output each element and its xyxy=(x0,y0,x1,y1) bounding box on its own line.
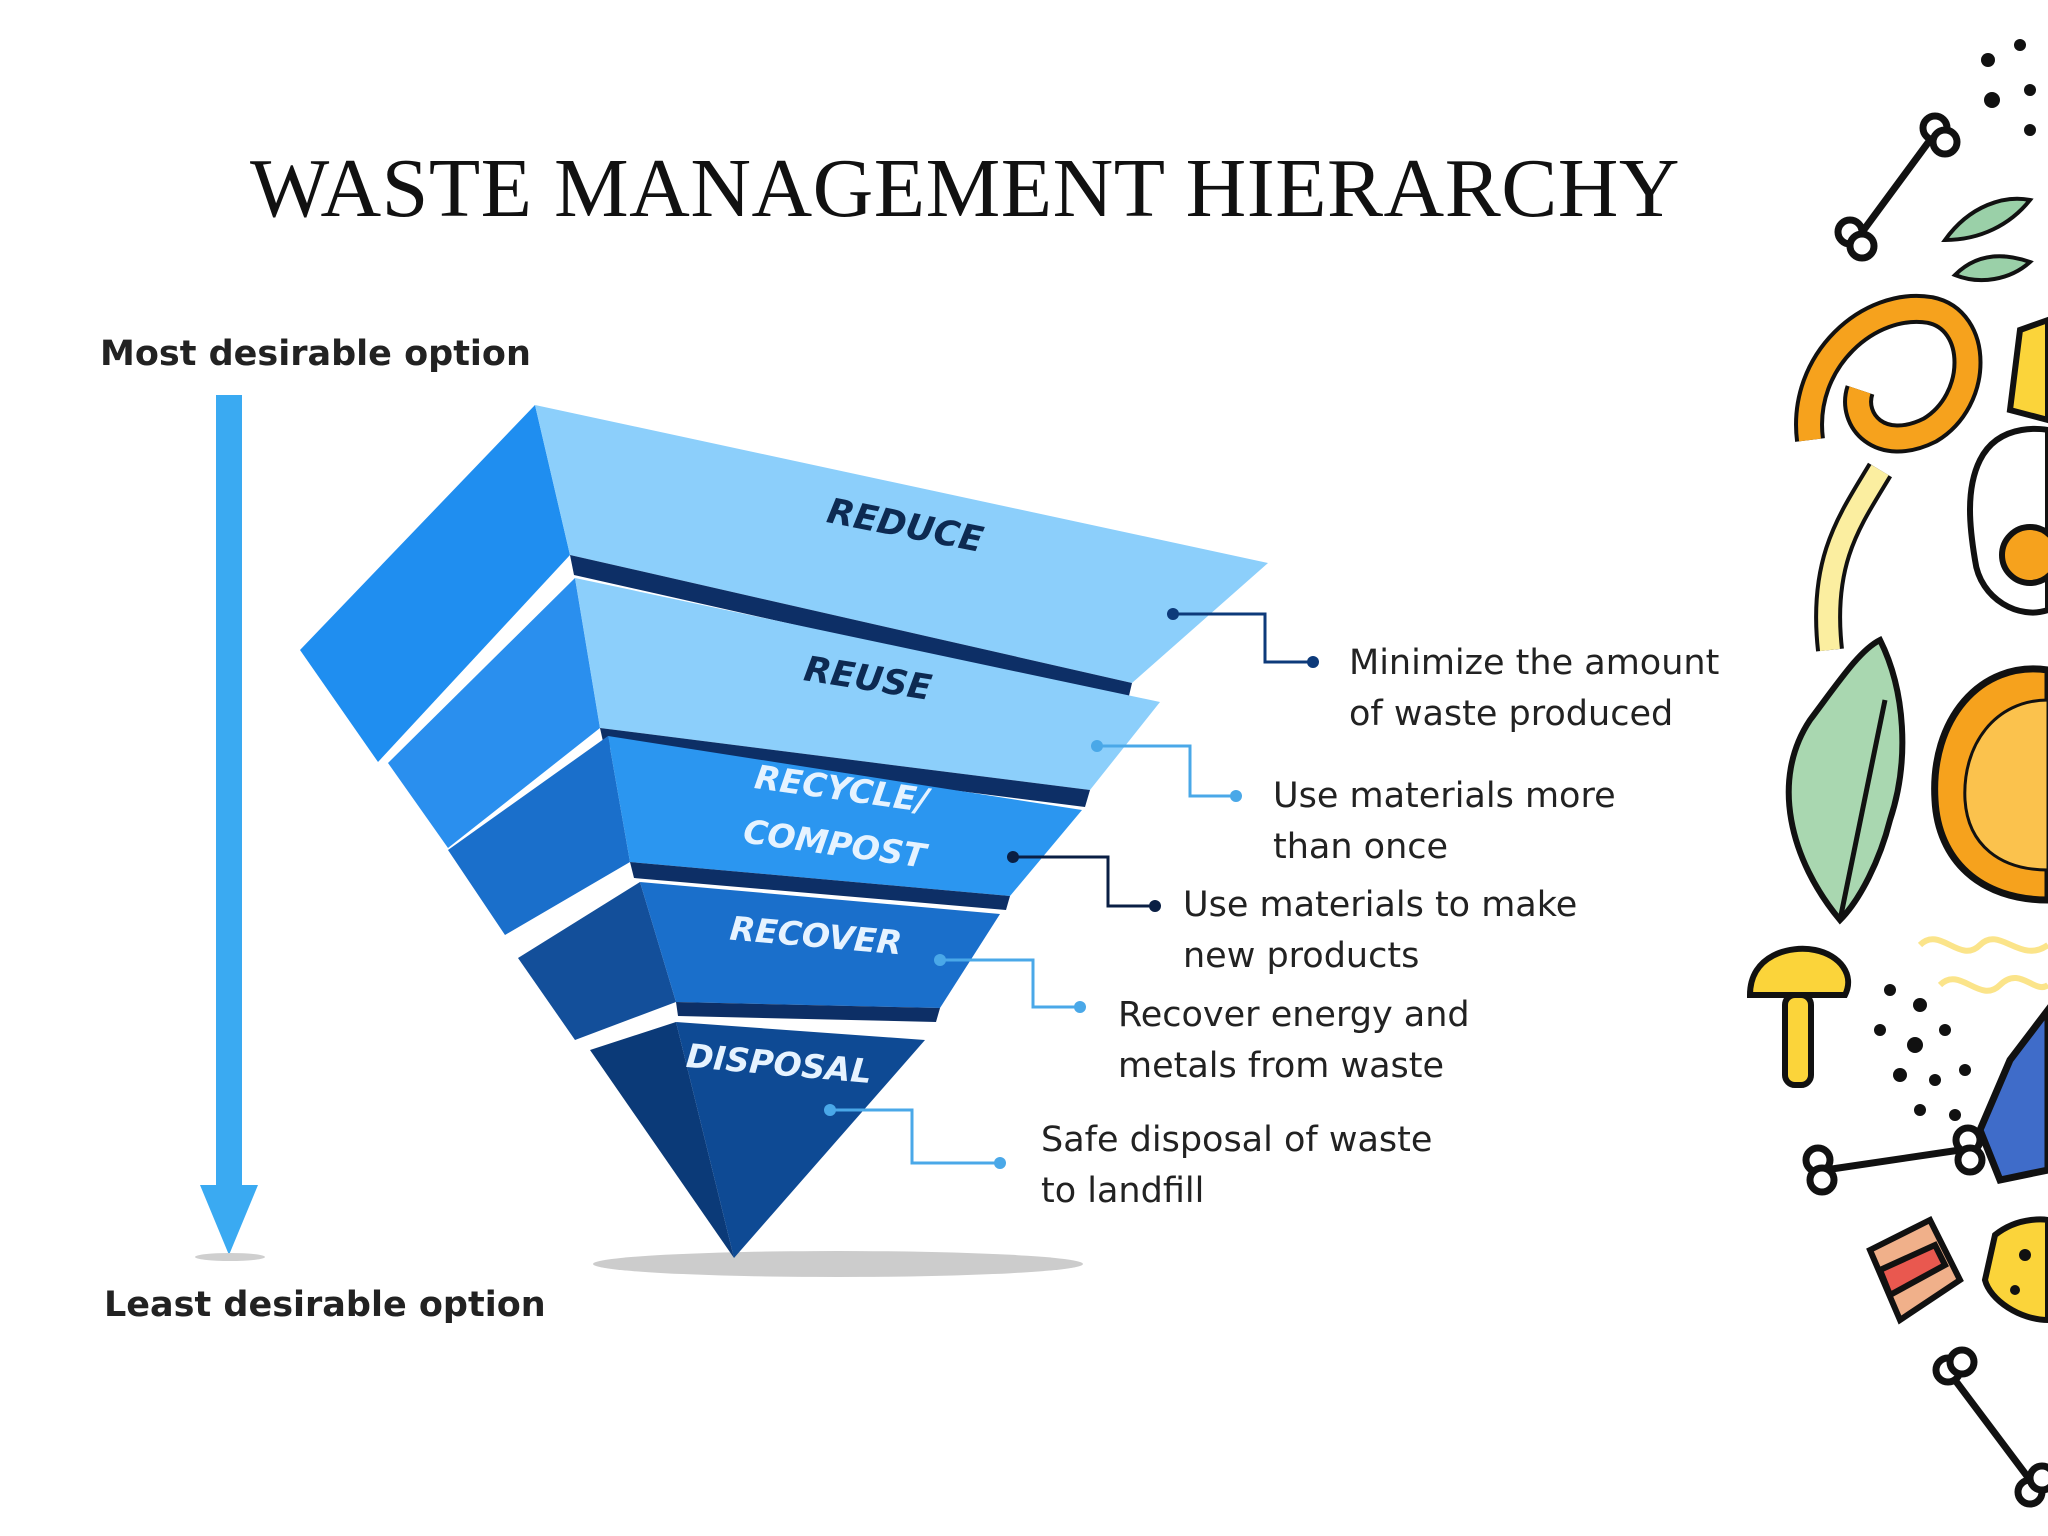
bone-icon xyxy=(1932,1346,2048,1508)
orange-slice-icon xyxy=(1931,665,2048,904)
description-recycle: Use materials to make new products xyxy=(1183,880,1577,982)
connector-disposal xyxy=(830,1108,1000,1165)
slide-title: WASTE MANAGEMENT HIERARCHY xyxy=(250,142,1681,235)
tier-disposal xyxy=(590,1022,925,1258)
description-line: Recover energy and xyxy=(1118,995,1470,1035)
food-waste-decoration xyxy=(1746,39,2048,1508)
most-desirable-label: Most desirable option xyxy=(100,334,531,374)
cheese-icon xyxy=(1981,1216,2048,1324)
tier-recover xyxy=(518,882,1000,1040)
description-line: to landfill xyxy=(1041,1171,1205,1211)
description-line: Use materials to make xyxy=(1183,885,1578,925)
orange-peel-icon xyxy=(1794,293,1983,652)
tier-reduce xyxy=(300,405,1268,762)
pyramid-shadow xyxy=(593,1251,1083,1277)
description-line: of waste produced xyxy=(1349,694,1674,734)
can-icon xyxy=(1976,1004,2048,1185)
least-desirable-label: Least desirable option xyxy=(104,1285,546,1325)
egg-icon xyxy=(1967,425,2048,616)
description-line: Use materials more xyxy=(1273,776,1616,816)
cheese-icon xyxy=(2006,316,2048,424)
description-disposal: Safe disposal of waste to landfill xyxy=(1041,1115,1432,1217)
hierarchy-pyramid: REDUCE REUSE RECYCLE/ COMPOST RECOVER DI… xyxy=(300,405,1319,1277)
leaf-icon xyxy=(1941,196,2034,283)
desirability-arrow-icon xyxy=(200,395,258,1255)
description-reuse: Use materials more than once xyxy=(1273,771,1616,873)
description-reduce: Minimize the amount of waste produced xyxy=(1349,638,1719,740)
bone-icon xyxy=(1834,112,1961,262)
description-line: than once xyxy=(1273,827,1449,867)
connector-recycle xyxy=(1013,855,1155,908)
description-line: metals from waste xyxy=(1118,1046,1445,1086)
sandwich-icon xyxy=(1866,1215,1964,1325)
connector-reduce xyxy=(1173,612,1313,664)
description-line: Minimize the amount xyxy=(1349,643,1720,683)
tier-recycle xyxy=(448,736,1082,935)
bone-icon xyxy=(1802,1124,1986,1196)
lettuce-leaf-icon xyxy=(1785,635,1906,925)
connector-reuse xyxy=(1097,744,1236,798)
description-recover: Recover energy and metals from waste xyxy=(1118,990,1470,1092)
connector-recover xyxy=(940,958,1080,1009)
mushroom-icon xyxy=(1746,945,1852,1088)
tier-reuse xyxy=(388,578,1160,848)
arrow-shadow xyxy=(195,1253,265,1261)
description-line: new products xyxy=(1183,936,1420,976)
description-line: Safe disposal of waste xyxy=(1041,1120,1433,1160)
